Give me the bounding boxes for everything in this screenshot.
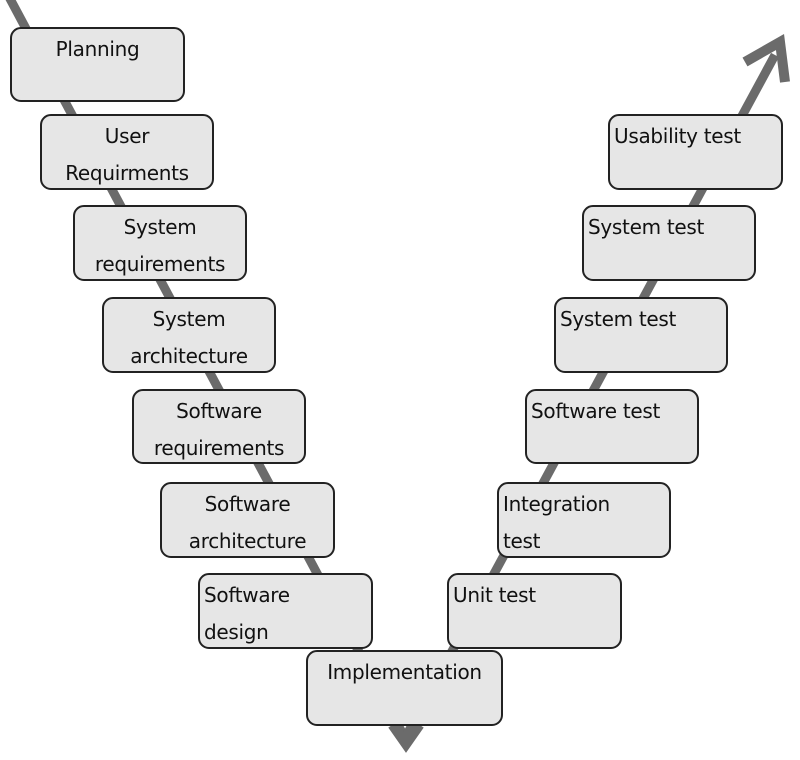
stage-label: Unit test [453,583,536,607]
stage-software-architecture: Software architecture [160,482,335,558]
stage-usability-test: Usability test [608,114,783,190]
stage-label: design [204,620,269,644]
stage-label: Software test [531,399,661,423]
up-right-arrow-icon [742,33,790,83]
stage-planning: Planning [10,27,185,102]
stage-label: architecture [188,529,307,553]
stage-label: System [152,307,226,331]
stage-label: Implementation [327,660,482,684]
stage-user-requirements: User Requirments [40,114,214,190]
stage-label: test [503,529,541,553]
stage-implementation: Implementation [306,650,503,726]
stage-label: architecture [130,344,248,368]
down-arrow-icon [388,722,424,753]
stage-label: System test [588,215,705,239]
stage-system-requirements: System requirements [73,205,247,281]
stage-label: requirements [94,252,226,276]
stage-system-test-upper: System test [582,205,756,281]
stage-label: User [104,124,150,148]
stage-label: Software [176,399,262,423]
stage-software-design: Software design [198,573,373,649]
stage-unit-test: Unit test [447,573,622,649]
stage-software-test: Software test [525,389,699,464]
stage-integration-test: Integration test [497,482,671,558]
stage-label: requirements [153,436,285,460]
stage-label: Requirments [65,161,189,185]
stage-software-requirements: Software requirements [132,389,306,464]
stage-label: System [123,215,197,239]
stage-label: Planning [55,37,140,61]
stage-label: Usability test [614,124,741,148]
stage-system-architecture: System architecture [102,297,276,373]
stage-label: System test [560,307,677,331]
stage-label: Software [204,583,290,607]
stage-label: Software [204,492,291,516]
stage-system-test: System test [554,297,728,373]
stage-label: Integration [503,492,610,516]
